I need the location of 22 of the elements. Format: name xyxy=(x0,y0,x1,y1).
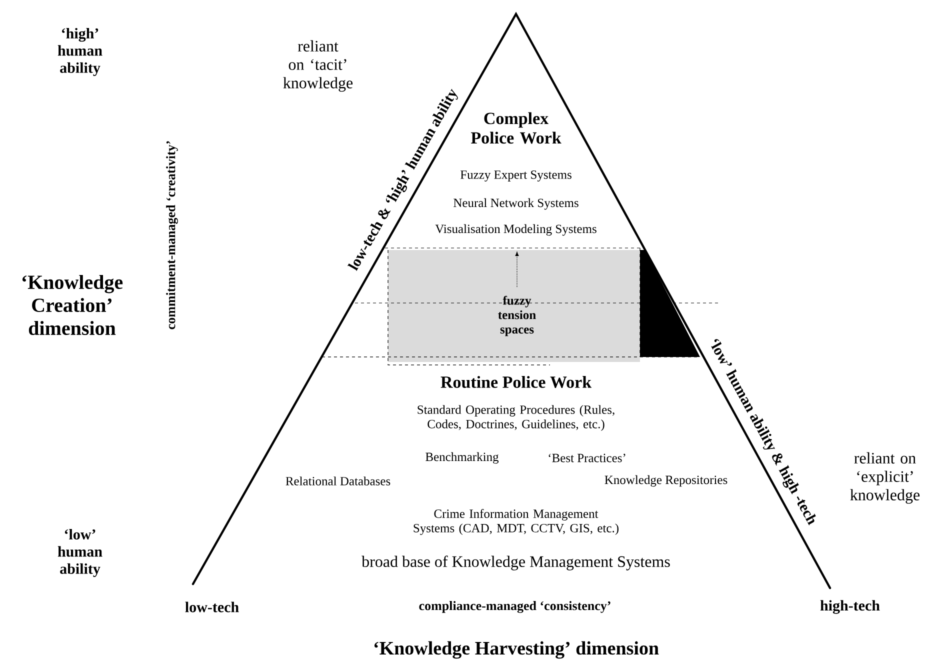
item-text: ‘Best Practices’ xyxy=(548,454,626,462)
item-text: broad base of Knowledge Management Systems xyxy=(362,556,670,570)
axis-label: high-tech xyxy=(820,600,880,614)
axis-label: compliance-managed ‘consistency’ xyxy=(419,601,610,613)
item-text: Fuzzy Expert Systems xyxy=(460,170,572,182)
section-heading: Routine Police Work xyxy=(440,376,592,388)
item-text: Neural Network Systems xyxy=(454,198,578,210)
note-text: reliant on ‘tacit’ knowledge xyxy=(283,40,353,92)
axis-label: ‘low’ human ability xyxy=(58,528,102,577)
axis-label: commitment-managed ‘creativity’ xyxy=(166,141,178,330)
axis-title: ‘Knowledge Creation’ dimension xyxy=(22,274,123,336)
item-text: Relational Databases xyxy=(286,476,390,486)
item-text: Benchmarking xyxy=(426,452,499,464)
axis-label: low-tech xyxy=(185,602,239,612)
axis-label: ‘high’ human ability xyxy=(58,28,102,76)
item-text: Visualisation Modeling Systems xyxy=(435,224,596,236)
item-text: Standard Operating Procedures (Rules, Codes, Doctrines, Guidelines, etc.) xyxy=(418,405,614,431)
item-text: Knowledge Repositories xyxy=(604,475,728,487)
section-heading: Complex Police Work xyxy=(470,112,562,144)
axis-title: ‘Knowledge Harvesting’ dimension xyxy=(374,641,659,659)
item-text: Crime Information Management Systems (CAD, MDT, CCTV, GIS, etc.) xyxy=(414,509,618,535)
note-text: reliant on ‘explicit’ knowledge xyxy=(850,452,920,504)
